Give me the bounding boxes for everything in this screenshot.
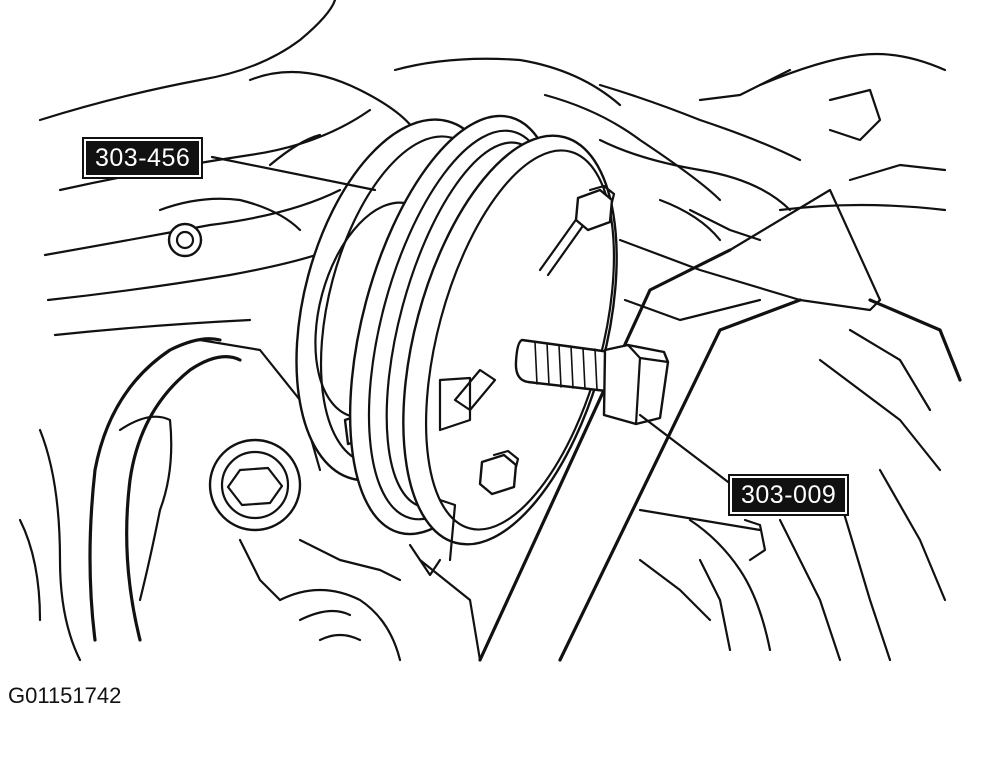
figure-id: G01151742: [8, 683, 122, 708]
frame-rail: [478, 188, 962, 662]
plate-bolts: [478, 184, 616, 496]
hex-socket-bolt: [208, 438, 302, 532]
tool-label-303-009: 303-009: [727, 474, 850, 516]
mount-boss: [167, 222, 203, 258]
engine-background-lines: [38, 0, 947, 337]
leader-lines: [210, 155, 738, 490]
forcing-screw: [514, 338, 670, 426]
tool-label-303-456: 303-456: [81, 137, 204, 179]
lower-belt: [18, 337, 482, 662]
